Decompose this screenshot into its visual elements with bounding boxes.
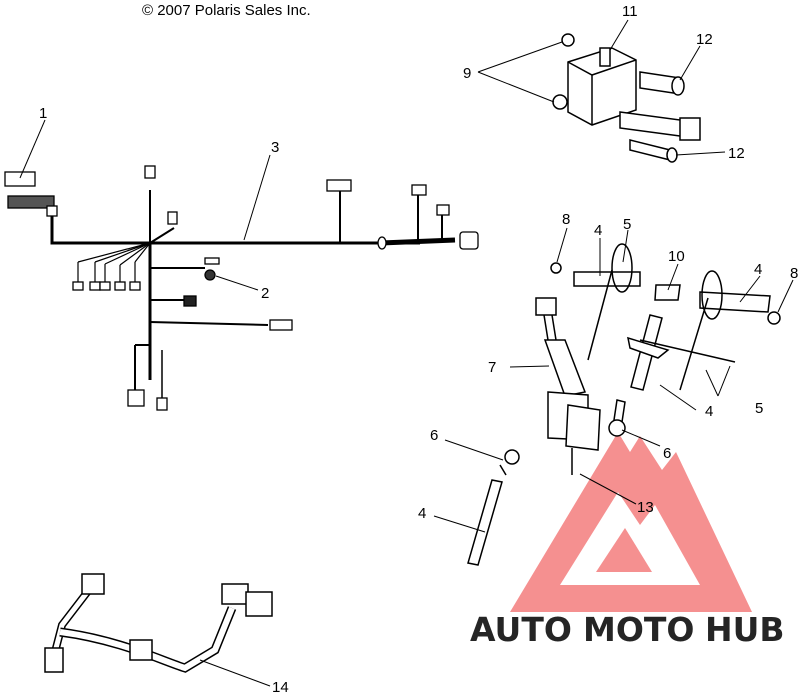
watermark-moto: MOTO xyxy=(583,610,694,649)
callout-12-top: 12 xyxy=(696,31,713,48)
callout-2: 2 xyxy=(261,285,269,302)
gauge-assembly xyxy=(467,243,781,566)
watermark-hub: HUB xyxy=(705,610,785,649)
leader-lines xyxy=(19,19,794,687)
callout-9: 9 xyxy=(463,65,471,82)
callouts: 1 3 2 9 11 12 12 8 4 5 10 4 8 7 4 5 6 6 … xyxy=(39,3,798,696)
callout-5-top: 5 xyxy=(623,216,631,233)
callout-8-left: 8 xyxy=(562,211,570,228)
callout-4-right: 4 xyxy=(754,261,762,278)
watermark-text: AUTO MOTO HUB xyxy=(470,610,785,649)
callout-11: 11 xyxy=(622,3,638,20)
main-harness xyxy=(50,190,456,398)
callout-13: 13 xyxy=(637,499,654,516)
sub-harness xyxy=(44,573,273,673)
callout-10: 10 xyxy=(668,248,685,265)
callout-6-left: 6 xyxy=(430,427,438,444)
callout-1: 1 xyxy=(39,105,47,122)
watermark-auto: AUTO xyxy=(470,610,572,649)
callout-6-right: 6 xyxy=(663,445,671,462)
callout-8-right: 8 xyxy=(790,265,798,282)
harness-connectors xyxy=(4,165,479,411)
watermark-triangle-core xyxy=(596,528,652,572)
callout-5-bottom: 5 xyxy=(755,400,763,417)
callout-12-bottom: 12 xyxy=(728,145,745,162)
callout-4-top: 4 xyxy=(594,222,602,239)
module-assembly xyxy=(552,33,701,163)
callout-14: 14 xyxy=(272,679,289,693)
watermark-logo xyxy=(510,432,752,612)
callout-7: 7 xyxy=(488,359,496,376)
callout-4-mid: 4 xyxy=(705,403,713,420)
callout-3: 3 xyxy=(271,139,279,156)
callout-4-bottom: 4 xyxy=(418,505,426,522)
copyright-text: © 2007 Polaris Sales Inc. xyxy=(142,2,311,19)
